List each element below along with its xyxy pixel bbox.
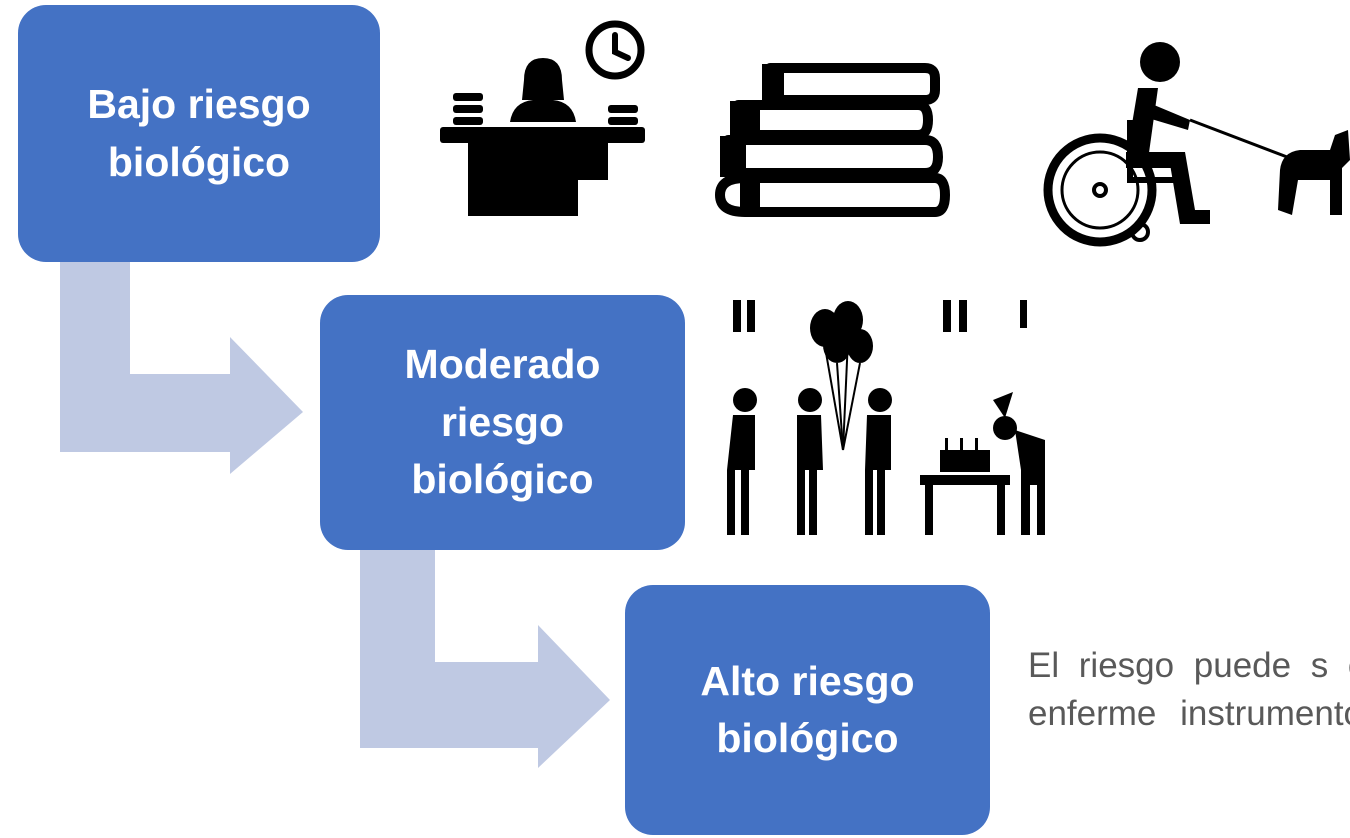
arrow-shape: [360, 550, 610, 768]
description-text: El riesgo puede s con quienes se alguna …: [1028, 646, 1350, 733]
box-label: Bajo riesgo biológico: [87, 81, 311, 185]
box-label: Alto riesgo biológico: [700, 657, 915, 761]
arrow-moderado-to-alto: [360, 550, 610, 768]
box-alto-riesgo: Alto riesgo biológico: [625, 585, 990, 835]
receptionist-desk-icon: [440, 20, 645, 216]
arrow-bajo-to-moderado: [60, 262, 303, 474]
arrow-shape: [60, 262, 303, 474]
box-bajo-riesgo: Bajo riesgo biológico: [18, 5, 380, 262]
wheelchair-user-with-dog-icon: [1043, 42, 1350, 247]
box-moderado-riesgo: Moderado riesgo biológico: [320, 295, 685, 550]
stack-of-books-icon: [715, 63, 950, 217]
birthday-party-crowd-icon: [727, 300, 1045, 535]
box-label: Moderado riesgo biológico: [404, 341, 601, 503]
